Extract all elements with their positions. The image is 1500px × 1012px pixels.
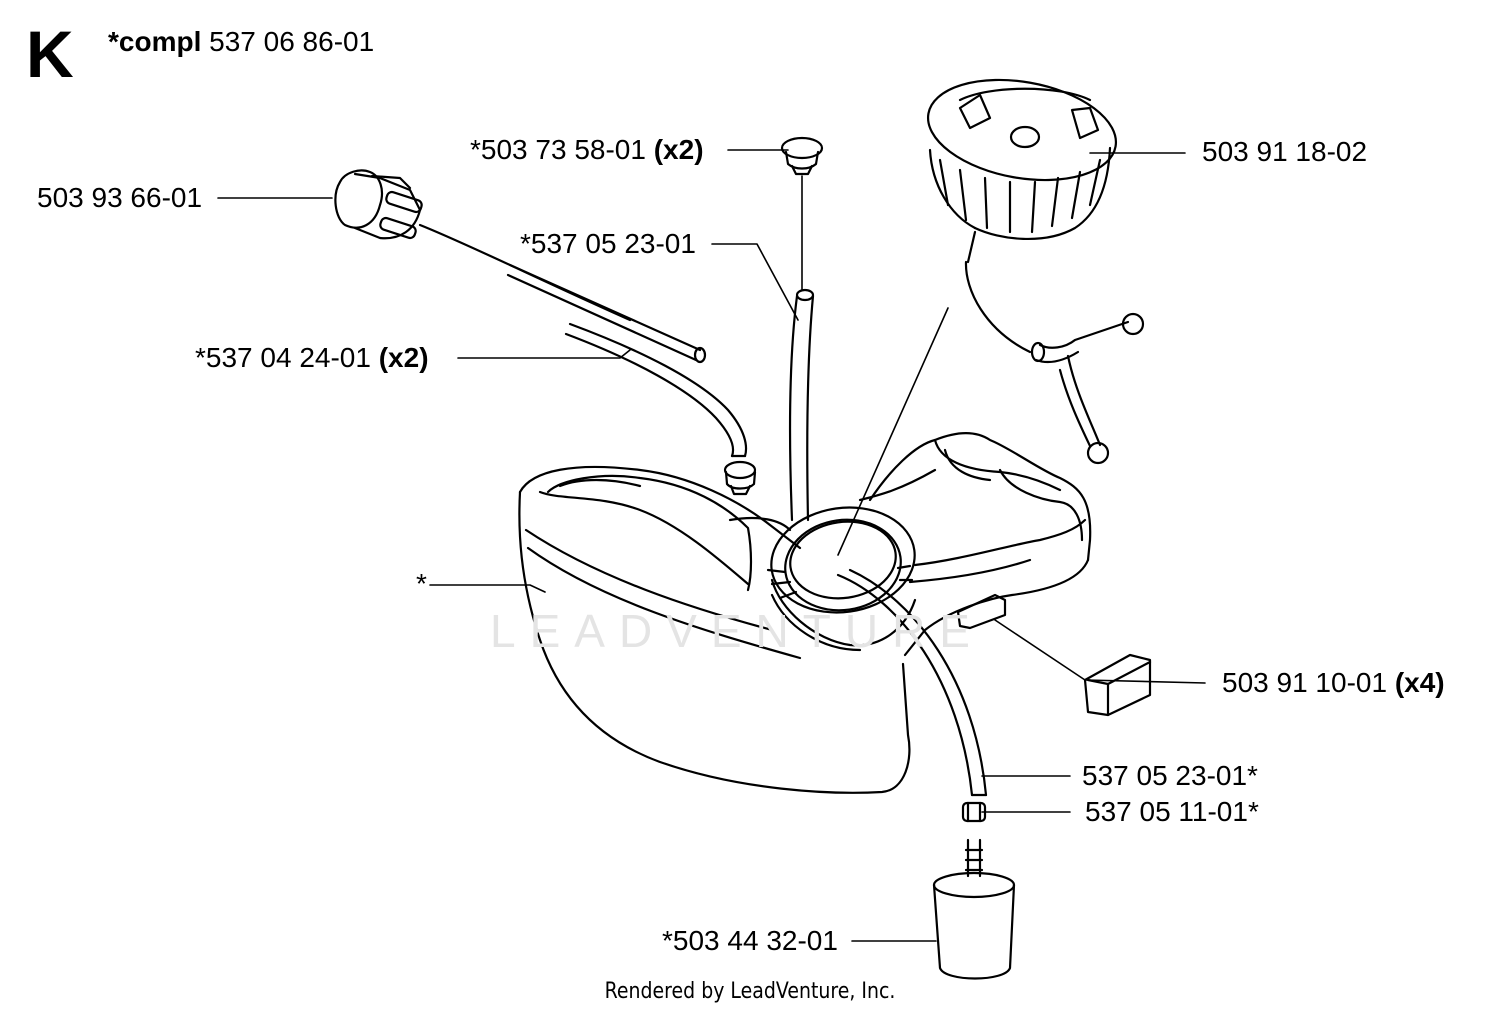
- section-letter: K: [26, 17, 74, 91]
- part-number: *503 73 58-01: [470, 134, 646, 165]
- kit-label: *compl 537 06 86-01: [108, 26, 374, 58]
- part-qty: (x4): [1394, 667, 1445, 698]
- cap-retainer: [1030, 312, 1145, 465]
- part-number: *537 05 23-01: [520, 228, 696, 259]
- label-primer: 503 93 66-01: [37, 182, 202, 214]
- part-number: *503 44 32-01: [662, 925, 838, 956]
- fuel-cap: [926, 78, 1118, 354]
- label-fuel-filter: *503 44 32-01: [662, 925, 838, 957]
- fuel-tank: [518, 432, 1092, 794]
- part-number: *: [416, 568, 427, 599]
- part-number: 503 91 10-01: [1222, 667, 1388, 698]
- fuel-hose: [836, 568, 988, 797]
- watermark: LEADVENTURE: [490, 605, 984, 657]
- part-number: 537 05 23-01*: [1082, 760, 1258, 791]
- fuel-filter: [932, 838, 1016, 980]
- label-grommet-top: *503 73 58-01 (x2): [470, 134, 704, 166]
- part-number: *537 04 24-01: [195, 342, 371, 373]
- part-qty: (x2): [378, 342, 429, 373]
- kit-number: 537 06 86-01: [209, 26, 375, 57]
- kit-prefix: *compl: [108, 26, 202, 57]
- return-hoses: [418, 223, 748, 458]
- filler-neck: [766, 506, 917, 652]
- grommet-top: [780, 136, 824, 176]
- rubber-pad: [956, 593, 1152, 717]
- label-hose-connector: 537 05 11-01*: [1085, 796, 1259, 828]
- label-hose-tank: *537 05 23-01: [520, 228, 696, 260]
- label-return-hoses: *537 04 24-01 (x2): [195, 342, 429, 374]
- hose-connector: [961, 801, 987, 823]
- leader-lines: [217, 149, 1206, 942]
- vent-hose: [788, 175, 815, 522]
- primer-bulb: [334, 169, 423, 240]
- grommet-tank: [723, 460, 757, 496]
- footer-credit: Rendered by LeadVenture, Inc.: [604, 979, 896, 1004]
- part-number: 503 93 66-01: [37, 182, 203, 213]
- label-rubber-pads: 503 91 10-01 (x4): [1222, 667, 1445, 699]
- part-number: 503 91 18-02: [1202, 136, 1368, 167]
- part-number: 537 05 11-01*: [1085, 796, 1259, 827]
- part-qty: (x2): [653, 134, 704, 165]
- label-tank: *: [416, 568, 427, 600]
- label-fuel-hose: 537 05 23-01*: [1082, 760, 1258, 792]
- label-fuel-cap: 503 91 18-02: [1202, 136, 1367, 168]
